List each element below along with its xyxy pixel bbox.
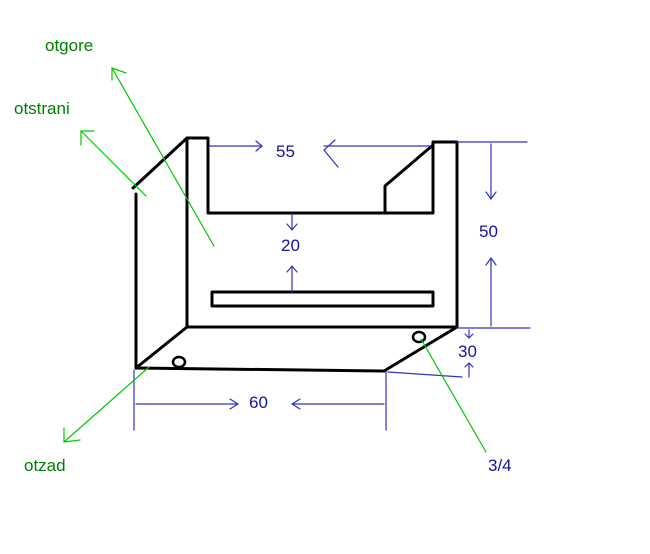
arrow-3-4-leader <box>420 338 487 453</box>
mounting-hole-right <box>411 330 427 344</box>
view-arrows <box>63 67 487 453</box>
dim-label-55: 55 <box>276 142 295 161</box>
dim-30-arrow-down <box>464 329 474 339</box>
horizontal-slot <box>210 290 435 308</box>
side-face <box>131 136 189 190</box>
dim-20-arrow-down <box>286 213 298 231</box>
dim-60-arrow-right <box>290 398 385 410</box>
base-bottom-edge <box>134 366 386 373</box>
dim-50-arrow-up <box>485 256 497 327</box>
side-face-bottom-edge <box>134 325 189 370</box>
arrow-otstrani <box>80 130 147 197</box>
dim-label-60: 60 <box>249 393 268 412</box>
dim-20-arrow-up <box>286 265 298 293</box>
dim-30-arrow-up <box>464 362 474 378</box>
arrow-otzad <box>63 366 150 443</box>
arrow-otgore <box>111 67 215 247</box>
dim-label-20: 20 <box>281 236 300 255</box>
dim-label-50: 50 <box>479 222 498 241</box>
label-otgore: otgore <box>45 36 94 55</box>
base-right-edge <box>382 325 459 373</box>
dimension-lines <box>133 139 531 431</box>
dim-label-30: 30 <box>458 342 477 361</box>
callout-label-hole: 3/4 <box>488 456 512 475</box>
dim-30-ext <box>387 371 463 378</box>
notch-chamfer <box>383 143 435 215</box>
dim-55-arrow-right <box>323 139 431 168</box>
dim-60-arrow-left <box>135 398 240 410</box>
label-otstrani: otstrani <box>14 99 70 118</box>
dim-55-arrow-left <box>209 140 263 152</box>
label-otzad: otzad <box>24 456 66 475</box>
mounting-hole-left <box>171 355 187 369</box>
front-face <box>185 136 459 329</box>
part-outline <box>131 136 459 373</box>
dim-50-arrow-down <box>485 143 497 201</box>
